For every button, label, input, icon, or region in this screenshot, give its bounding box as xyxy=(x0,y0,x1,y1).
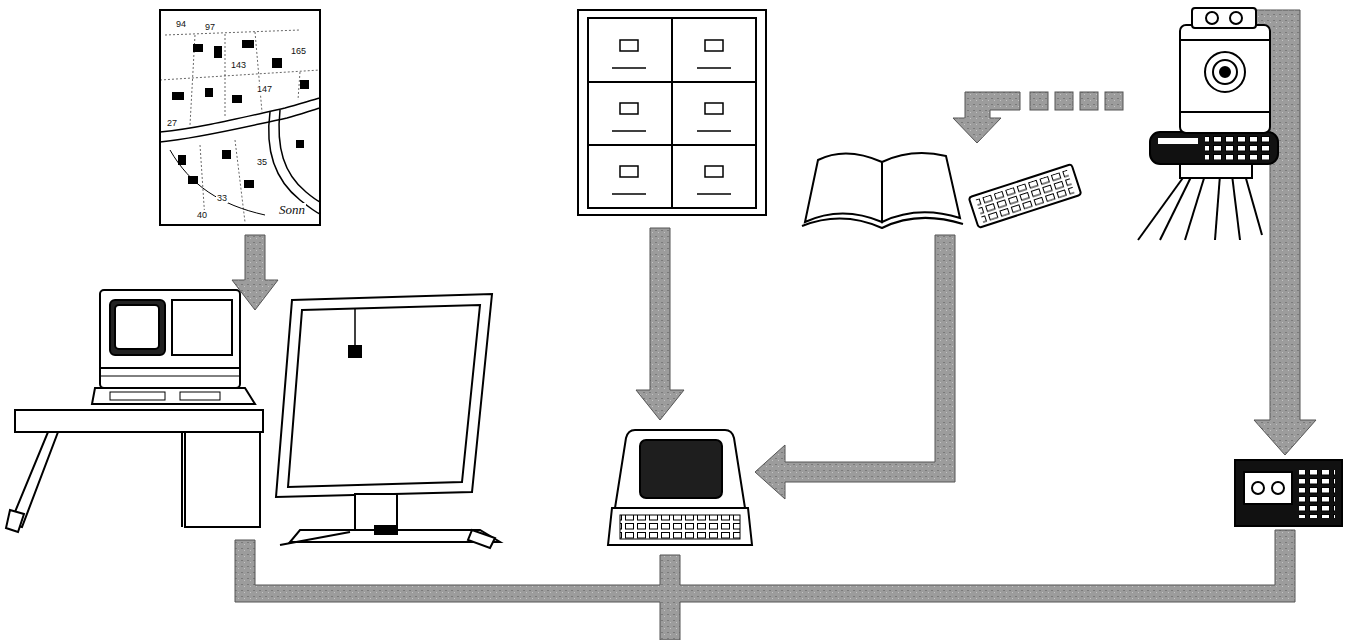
parcel-number: 33 xyxy=(216,193,228,203)
parcel-number: 40 xyxy=(196,210,208,220)
parcel-number: 35 xyxy=(256,157,268,167)
parcel-number: 27 xyxy=(166,118,178,128)
filing-cabinet xyxy=(578,10,766,215)
total-station xyxy=(1138,8,1278,240)
parcel-number: 165 xyxy=(290,46,307,56)
cadastral-map xyxy=(160,10,320,225)
parcel-number: 143 xyxy=(230,60,247,70)
keypad xyxy=(969,164,1082,228)
parcel-number: 97 xyxy=(204,22,216,32)
graphics-workstation xyxy=(6,290,263,532)
digitizing-table xyxy=(276,294,500,548)
parcel-number: 94 xyxy=(175,19,187,29)
computer-terminal xyxy=(608,430,752,545)
field-book xyxy=(802,153,963,228)
map-street-name: Sonn xyxy=(278,203,306,217)
flow-arrows xyxy=(232,10,1316,640)
parcel-number: 147 xyxy=(256,84,273,94)
data-recorder xyxy=(1235,460,1342,526)
